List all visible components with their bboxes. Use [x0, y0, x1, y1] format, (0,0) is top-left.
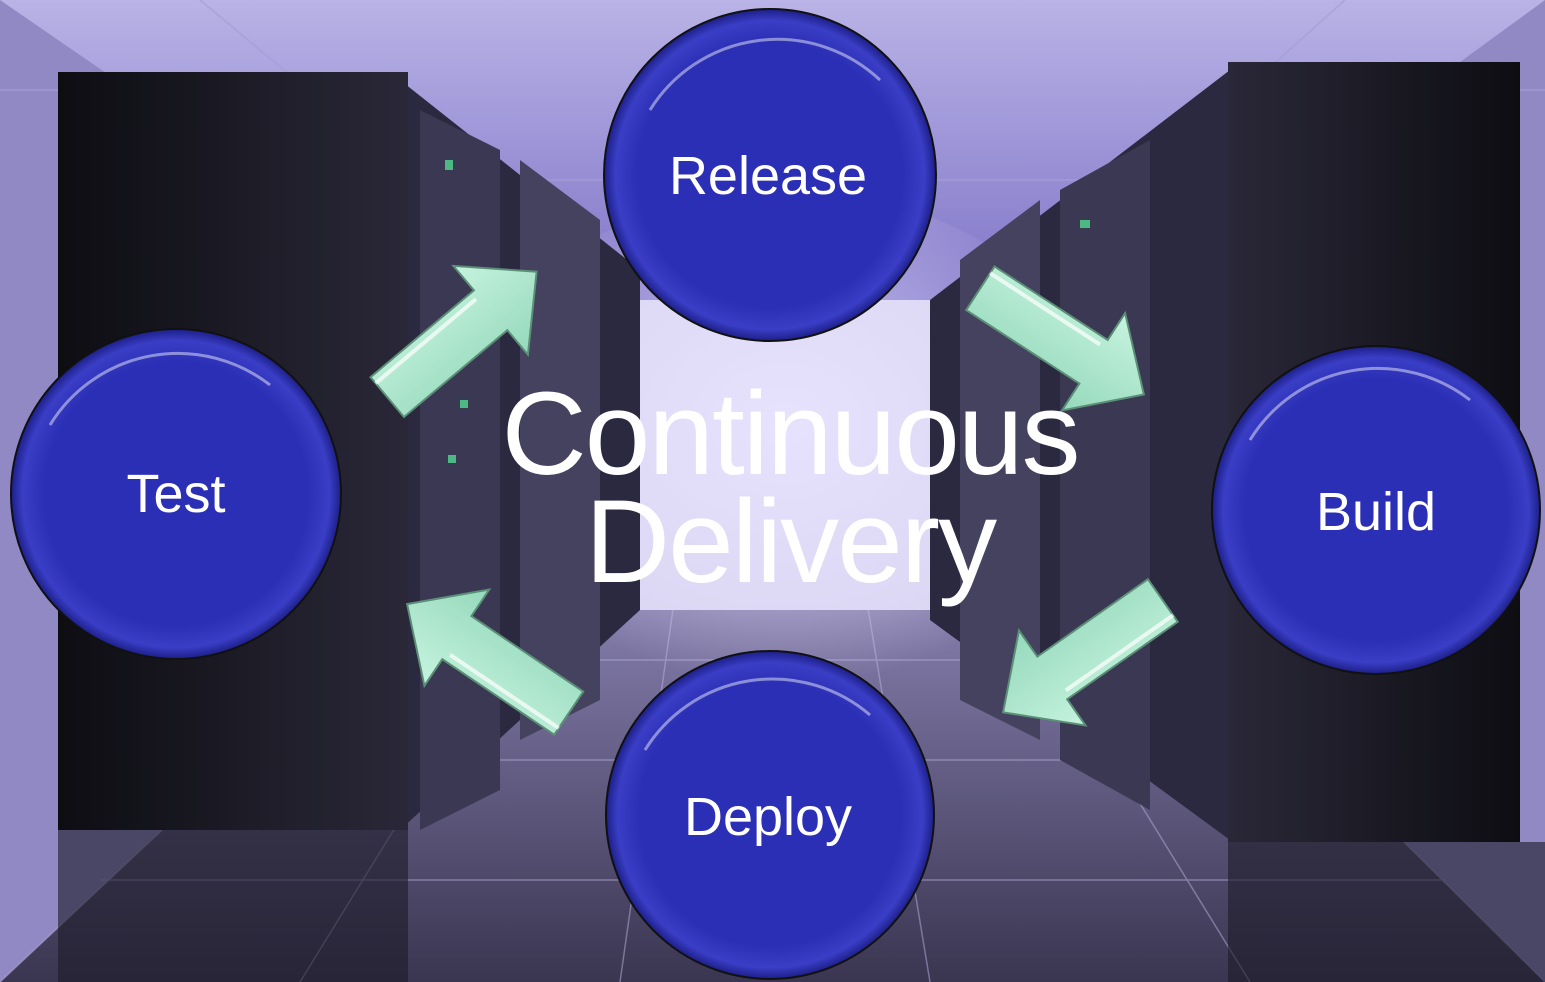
node-deploy: Deploy: [605, 650, 935, 980]
node-test: Test: [10, 328, 342, 660]
arrow-release-to-build: [946, 237, 1178, 446]
node-release: Release: [603, 8, 937, 342]
node-deploy-label: Deploy: [684, 787, 852, 847]
node-build-label: Build: [1316, 482, 1436, 542]
arrow-deploy-to-test: [372, 553, 604, 764]
node-build: Build: [1211, 345, 1541, 675]
node-release-label: Release: [669, 146, 867, 206]
arrow-test-to-release: [347, 225, 576, 444]
arrow-build-to-deploy: [967, 550, 1199, 762]
node-test-label: Test: [126, 464, 225, 524]
